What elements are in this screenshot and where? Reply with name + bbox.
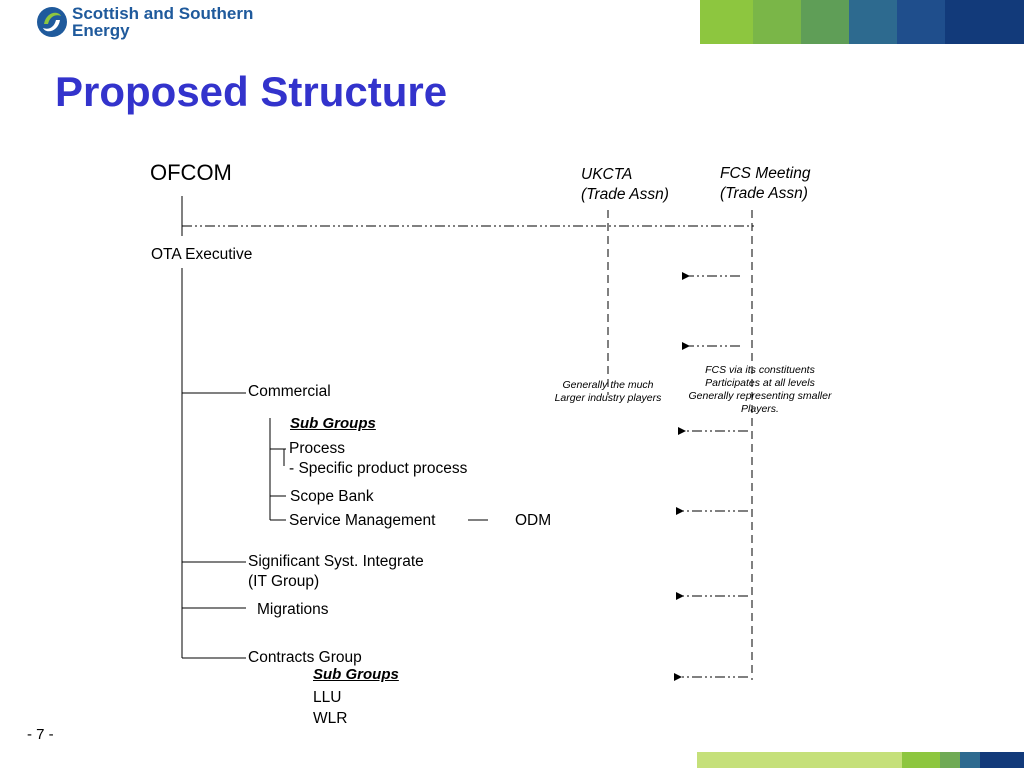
migrations-label: Migrations xyxy=(257,601,329,618)
significant-syst-label: Significant Syst. Integrate xyxy=(248,553,424,570)
commercial-label: Commercial xyxy=(248,383,331,400)
header-color-strip xyxy=(897,0,945,44)
odm-label: ODM xyxy=(515,512,552,529)
specific-product-process-label: - Specific product process xyxy=(289,460,468,477)
fcs-meeting-label: FCS Meeting xyxy=(720,165,811,182)
sub-groups-heading: Sub Groups xyxy=(313,666,399,683)
footer-strip xyxy=(697,752,902,768)
wlr-label: WLR xyxy=(313,710,348,727)
page-number: - 7 - xyxy=(27,726,54,743)
footer-strip xyxy=(980,752,1024,768)
ukcta-note: Generally the much Larger industry playe… xyxy=(540,379,676,405)
process-label: Process xyxy=(289,440,345,457)
service-management-label: Service Management xyxy=(289,512,436,529)
footer-strip xyxy=(960,752,980,768)
ukcta-sublabel: (Trade Assn) xyxy=(581,186,669,203)
header-color-strip xyxy=(705,0,753,44)
header-color-strip xyxy=(801,0,849,44)
it-group-label: (IT Group) xyxy=(248,573,320,590)
fcs-note-line: Generally representing smaller xyxy=(688,390,832,402)
fcs-meeting-sublabel: (Trade Assn) xyxy=(720,185,808,202)
ukcta-label: UKCTA xyxy=(581,166,633,183)
company-logo-icon xyxy=(37,7,67,37)
fcs-note-line: Players. xyxy=(741,403,779,415)
logo-text-line2: Energy xyxy=(72,21,130,40)
sub-groups-heading: Sub Groups xyxy=(290,415,376,432)
contracts-group-label: Contracts Group xyxy=(248,649,362,666)
fcs-note: FCS via its constituents Participates at… xyxy=(675,364,845,416)
header-white-area xyxy=(0,0,700,44)
page-title: Proposed Structure xyxy=(55,68,448,115)
header-color-strip xyxy=(945,0,1024,44)
header-color-strip xyxy=(753,0,801,44)
ota-executive-label: OTA Executive xyxy=(151,246,253,264)
logo-text-line1: Scottish and Southern xyxy=(72,4,254,23)
ukcta-note-line: Generally the much xyxy=(562,379,654,391)
ofcom-label: OFCOM xyxy=(150,160,232,185)
header-band xyxy=(0,0,1024,44)
fcs-note-line: FCS via its constituents xyxy=(705,364,815,376)
fcs-note-line: Participates at all levels xyxy=(705,377,815,389)
scope-bank-label: Scope Bank xyxy=(290,488,374,505)
footer-strip xyxy=(902,752,940,768)
footer-color-bar xyxy=(697,752,1024,768)
footer-strip xyxy=(940,752,960,768)
header-color-strip xyxy=(849,0,897,44)
ukcta-note-line: Larger industry players xyxy=(554,392,662,404)
llu-label: LLU xyxy=(313,689,342,706)
